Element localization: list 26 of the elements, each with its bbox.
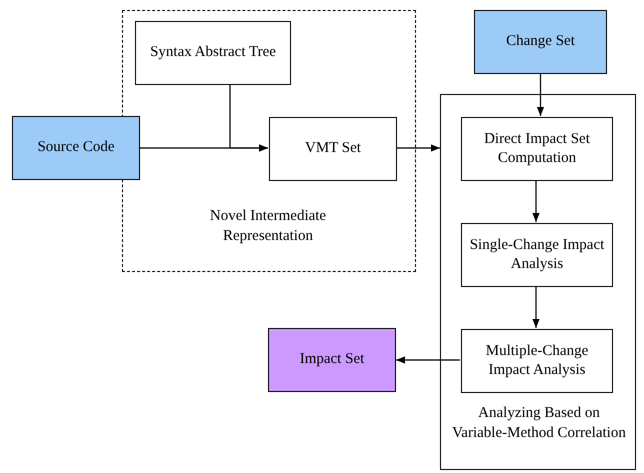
arrow [532, 180, 540, 222]
output-box [268, 328, 396, 392]
group-label: Analyzing Based on Variable-Method Correlation [451, 404, 627, 444]
node-label: Source Code [36, 138, 116, 158]
arrow [536, 74, 544, 116]
node-label: Direct Impact Set Computation [483, 130, 591, 168]
arrow [229, 84, 268, 152]
process-box [461, 117, 613, 181]
process-box [461, 329, 613, 393]
node-label: Syntax Abstract Tree [149, 43, 277, 62]
process-box [461, 223, 613, 287]
arrow [532, 286, 540, 328]
dashed-group-box [122, 10, 416, 272]
input-box [12, 116, 140, 180]
group-label: Novel Intermediate Representation [208, 207, 328, 246]
node-label: VMT Set [304, 139, 362, 158]
node-label: Impact Set [298, 350, 366, 370]
process-box [135, 21, 291, 85]
node-label: Multiple-Change Impact Analysis [484, 342, 590, 380]
arrow [396, 144, 440, 152]
arrow [396, 356, 460, 364]
input-box [474, 10, 607, 74]
group-box [440, 94, 636, 470]
node-label: Change Set [505, 32, 576, 52]
process-box [269, 117, 397, 181]
node-label: Single-Change Impact Analysis [468, 236, 606, 274]
